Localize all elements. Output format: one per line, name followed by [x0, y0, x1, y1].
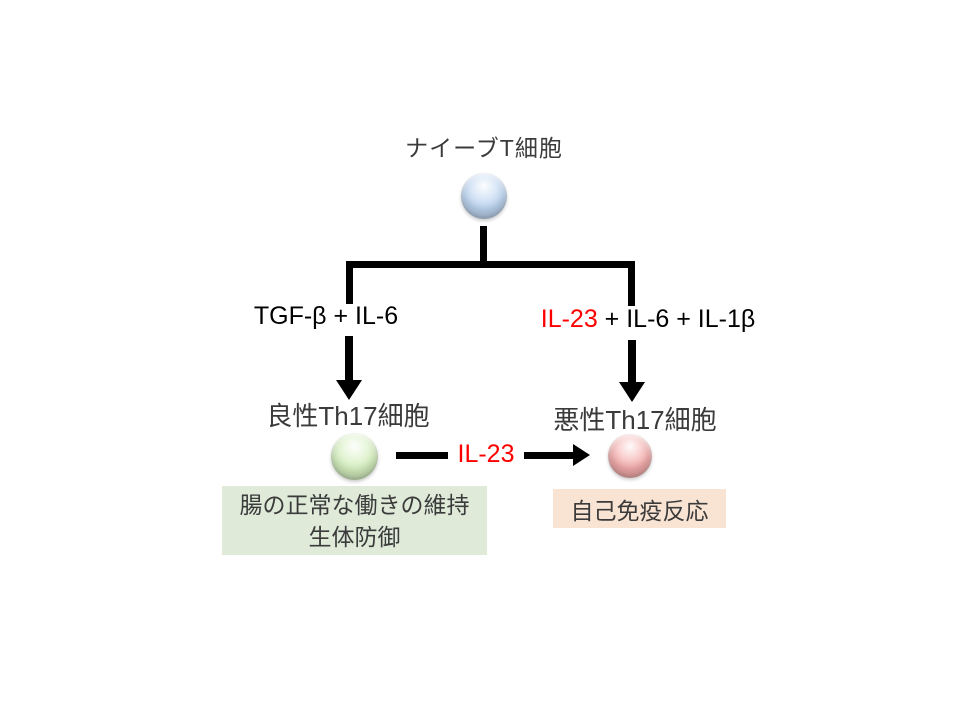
malignant-outcome-text: 自己免疫反応: [570, 497, 709, 524]
malignant-th17-cell-icon: [608, 434, 652, 478]
right-cytokine-label: IL-23 + IL-6 + IL-1β: [541, 305, 756, 334]
left-down-arrow-head-icon: [336, 380, 362, 400]
benign-th17-cell-icon: [331, 433, 378, 480]
malignant-th17-label: 悪性Th17細胞: [553, 405, 717, 435]
branch-right-stub-line: [628, 261, 635, 306]
left-down-arrow-shaft: [345, 336, 353, 381]
conversion-arrow-left-segment: [396, 452, 448, 459]
right-down-arrow-head-icon: [619, 382, 645, 402]
il23-highlight-text: IL-23: [540, 305, 598, 333]
branch-stem-line: [480, 226, 487, 262]
naive-cell-label: ナイーブT細胞: [405, 135, 563, 161]
branch-horizontal-line: [346, 261, 635, 268]
left-cytokine-label: TGF-β + IL-6: [253, 302, 399, 330]
benign-outcome-box: 腸の正常な働きの維持 生体防御: [222, 486, 487, 555]
benign-outcome-line1: 腸の正常な働きの維持: [239, 491, 470, 518]
benign-th17-label: 良性Th17細胞: [266, 401, 430, 431]
conversion-arrow-head-icon: [573, 444, 590, 466]
benign-outcome-line2: 生体防御: [308, 523, 401, 550]
right-down-arrow-shaft: [628, 340, 636, 383]
malignant-outcome-box: 自己免疫反応: [553, 489, 726, 528]
right-cytokine-rest-text: + IL-6 + IL-1β: [597, 305, 756, 333]
conversion-arrow-shaft: [524, 452, 574, 459]
conversion-il23-label: IL-23: [457, 440, 515, 468]
branch-left-stub-line: [346, 261, 353, 304]
naive-t-cell-icon: [461, 173, 507, 219]
